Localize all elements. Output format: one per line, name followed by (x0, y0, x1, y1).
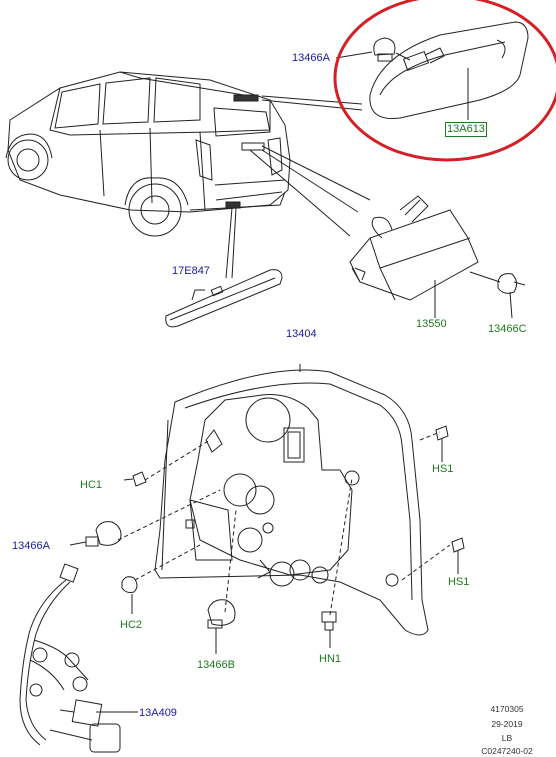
number-plate-lamp-13550 (349, 195, 501, 318)
vehicle-callout-lines (225, 95, 371, 279)
footer-date: 29-2019 (491, 719, 523, 729)
footer-code: LB (501, 733, 513, 743)
wiring-harness-13a409 (19, 563, 138, 753)
highlight-circle (333, 0, 556, 162)
vehicle-illustration (5, 71, 291, 237)
label-hc2: HC2 (120, 619, 143, 631)
label-13a613: 13A613 (445, 122, 487, 137)
label-hn1: HN1 (319, 653, 342, 665)
footer-ref: 4170305 (490, 704, 524, 714)
label-leader-lines (434, 90, 469, 318)
label-13466a-left: 13466A (12, 540, 50, 552)
bulb-13466b (207, 599, 236, 654)
label-17e847: 17E847 (172, 265, 210, 277)
high-mount-stop-lamp (369, 21, 529, 120)
bulb-13466a-top (373, 37, 396, 62)
label-hc1: HC1 (80, 479, 103, 491)
bulb-13466c (497, 273, 526, 319)
label-13550: 13550 (416, 318, 447, 330)
rear-lamp-dashed-leaders (117, 431, 451, 616)
bulb-13466a-left (69, 521, 122, 547)
screw-hs1-top (435, 425, 449, 462)
label-13466a-top: 13466A (292, 52, 330, 64)
footer-drawing: C0247240-02 (481, 746, 533, 756)
label-hs1-bottom: HS1 (448, 576, 470, 588)
screw-hs1-bottom (451, 537, 465, 574)
clip-hc2 (121, 576, 138, 614)
label-13a409: 13A409 (139, 707, 177, 719)
nut-hn1 (321, 611, 337, 648)
label-13466c: 13466C (488, 323, 527, 335)
label-hs1-top: HS1 (432, 463, 454, 475)
clip-hc1 (123, 471, 147, 487)
reversing-lamp-17e847 (165, 269, 283, 328)
label-13466b: 13466B (197, 659, 235, 671)
rear-lamp-assembly-13404 (154, 364, 429, 636)
label-13404: 13404 (286, 328, 317, 340)
